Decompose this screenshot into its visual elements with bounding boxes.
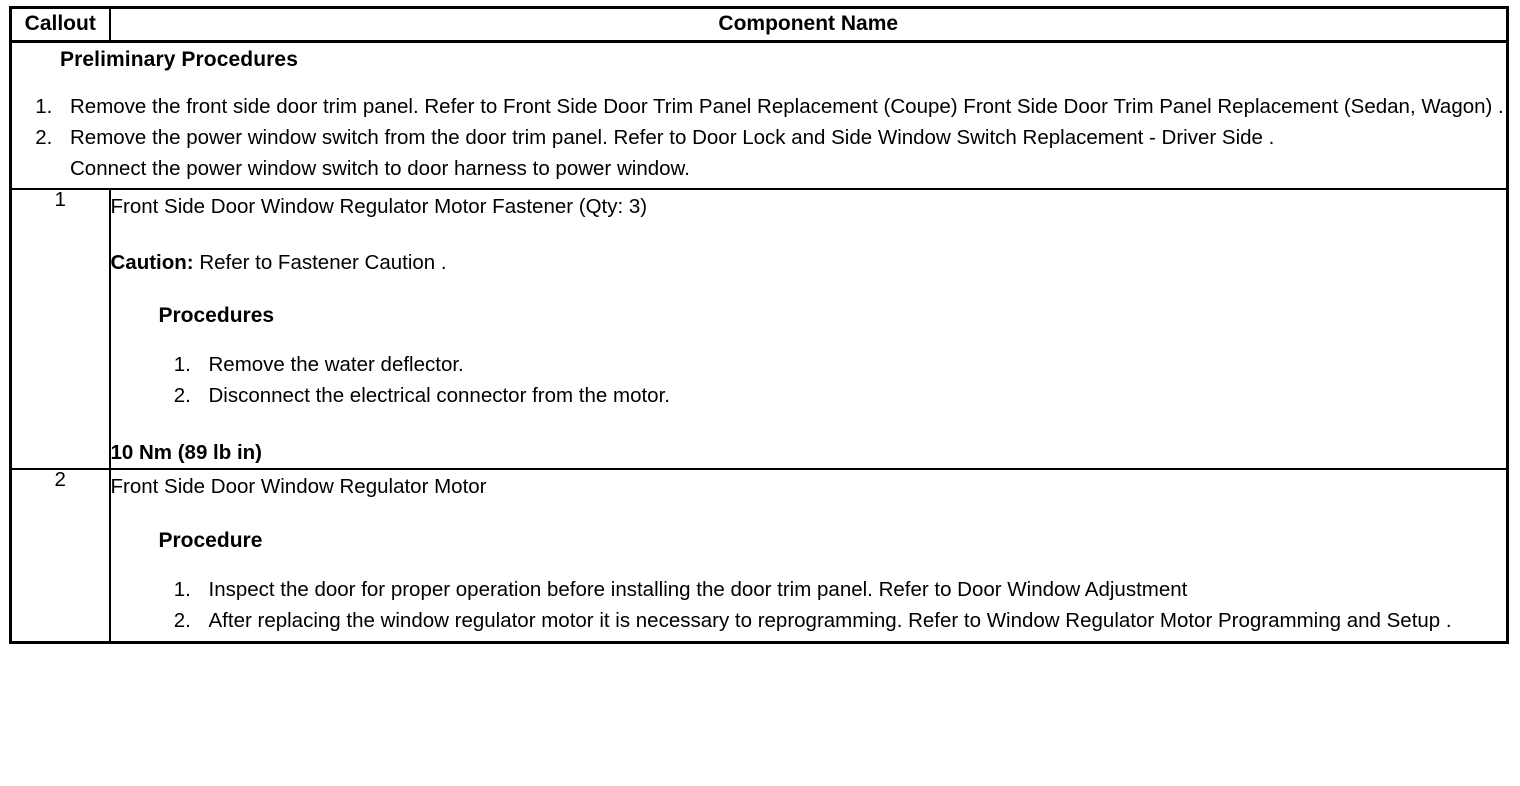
procedures-title-1: Procedures [158, 304, 275, 328]
list-item: Remove the power window switch from the … [58, 123, 1506, 184]
preliminary-procedures-cell: Preliminary Procedures Remove the front … [9, 40, 1509, 190]
component-detail-cell-2: Front Side Door Window Regulator Motor P… [108, 468, 1509, 644]
component-detail-cell-1: Front Side Door Window Regulator Motor F… [108, 187, 1509, 471]
procedures-list-1: Remove the water deflector. Disconnect t… [111, 350, 1507, 411]
service-procedure-table: Callout Component Name Preliminary Proce… [9, 6, 1509, 645]
caution-label: Caution: [110, 250, 194, 274]
table-row: 2 Front Side Door Window Regulator Motor… [9, 468, 1509, 644]
column-header-component-name: Component Name [108, 6, 1509, 43]
list-item: After replacing the window regulator mot… [197, 606, 1507, 636]
callout-number-2: 2 [9, 468, 111, 644]
callout-number-1: 1 [9, 187, 111, 471]
procedures-list-2: Inspect the door for proper operation be… [111, 575, 1507, 636]
component-title-1: Front Side Door Window Regulator Motor F… [110, 194, 648, 218]
table-header-row: Callout Component Name [9, 6, 1509, 43]
preliminary-step-2-text: Remove the power window switch from the … [70, 126, 1275, 150]
list-item: Disconnect the electrical connector from… [197, 381, 1507, 411]
procedures-title-2: Procedure [158, 528, 263, 552]
preliminary-procedures-row: Preliminary Procedures Remove the front … [9, 40, 1509, 190]
torque-specification: 10 Nm (89 lb in) [110, 440, 263, 464]
caution-text: Refer to Fastener Caution . [193, 250, 447, 274]
preliminary-trailing-note: Connect the power window switch to door … [70, 156, 690, 180]
preliminary-steps-list: Remove the front side door trim panel. R… [12, 92, 1506, 184]
caution-note: Caution: Refer to Fastener Caution . [111, 249, 1507, 278]
list-item: Inspect the door for proper operation be… [197, 575, 1507, 605]
list-item: Remove the water deflector. [197, 350, 1507, 380]
table-row: 1 Front Side Door Window Regulator Motor… [9, 187, 1509, 471]
list-item: Remove the front side door trim panel. R… [58, 92, 1506, 122]
component-title-2: Front Side Door Window Regulator Motor [110, 475, 487, 499]
bottom-spacer [111, 637, 1507, 641]
preliminary-procedures-title: Preliminary Procedures [60, 48, 298, 71]
column-header-callout: Callout [9, 6, 111, 43]
